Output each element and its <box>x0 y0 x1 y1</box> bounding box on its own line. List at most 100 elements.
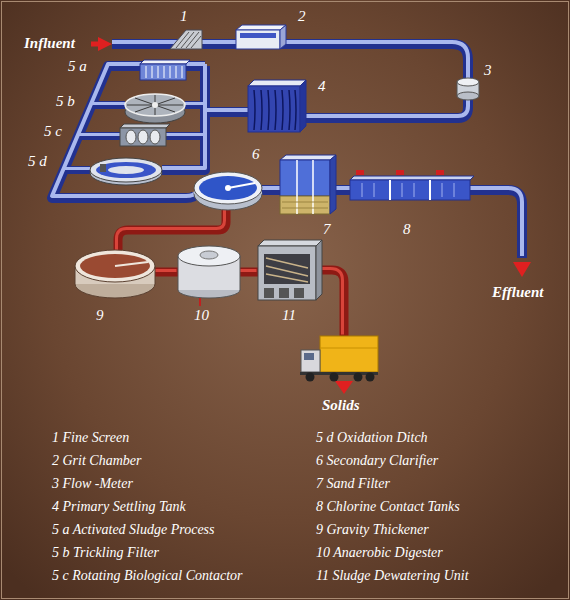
flow-label: Effluent <box>492 284 543 301</box>
chlorine-contact-tank <box>390 180 430 200</box>
anaerobic-digester <box>199 298 201 306</box>
callout-number: 2 <box>298 8 306 25</box>
key-entry: 9 Gravity Thickener <box>316 522 429 538</box>
oxidation-ditch <box>100 164 106 172</box>
chlorine-contact-tank <box>362 183 454 197</box>
water-pipe <box>205 107 248 117</box>
chlorine-contact-tank <box>436 170 444 175</box>
flow-meter <box>457 92 479 100</box>
grit-chamber <box>240 33 276 38</box>
solids-truck <box>304 353 314 360</box>
trickling-filter <box>125 94 185 123</box>
sludge-dewatering-unit <box>264 254 310 284</box>
solids-truck <box>330 373 339 382</box>
key-entry: 1 Fine Screen <box>52 430 129 446</box>
solids-truck <box>300 336 378 382</box>
solids-truck <box>320 348 378 349</box>
primary-settling-tank <box>248 80 306 132</box>
secondary-clarifier <box>199 176 257 200</box>
chlorine-contact-tank <box>356 170 364 175</box>
sludge-pipe <box>117 207 225 251</box>
key-entry: 6 Secondary Clarifier <box>316 453 438 469</box>
key-entry: 7 Sand Filter <box>316 476 390 492</box>
activated-sludge-tank <box>140 60 190 64</box>
secondary-clarifier <box>194 172 262 204</box>
chlorine-contact-tank <box>350 176 474 180</box>
activated-sludge-tank <box>140 60 190 80</box>
key-entry: 2 Grit Chamber <box>52 453 141 469</box>
flow-arrow <box>513 262 531 277</box>
oxidation-ditch <box>96 162 156 178</box>
gravity-thickener <box>80 254 150 278</box>
anaerobic-digester <box>178 256 179 290</box>
callout-number: 8 <box>403 221 411 238</box>
sand-filter <box>280 196 330 214</box>
grit-chamber <box>236 30 280 49</box>
sludge-dewatering-unit <box>264 288 274 298</box>
flow-arrow <box>91 42 99 47</box>
anaerobic-digester <box>240 256 241 290</box>
solids-truck <box>366 373 375 382</box>
sand-filter <box>297 160 313 214</box>
callout-number: 1 <box>180 8 188 25</box>
solids-truck <box>320 336 378 372</box>
anaerobic-digester <box>178 246 240 266</box>
trickling-filter <box>127 95 183 115</box>
water-pipe <box>52 42 522 258</box>
sand-filter <box>280 160 330 196</box>
anaerobic-digester <box>178 246 240 306</box>
water-pipe <box>52 66 205 198</box>
callout-number: 4 <box>318 78 326 95</box>
sludge-dewatering-unit <box>294 288 304 298</box>
fine-screen <box>170 30 202 49</box>
solids-truck <box>354 373 363 382</box>
trickling-filter <box>152 102 158 108</box>
key-entry: 5 a Activated Sludge Process <box>52 522 215 538</box>
flow-label: Influent <box>24 35 75 52</box>
secondary-clarifier <box>228 183 255 188</box>
rotating-biological-contactor <box>120 128 166 146</box>
oxidation-ditch <box>90 158 162 185</box>
grit-chamber <box>280 25 286 49</box>
callout-number: 7 <box>323 221 331 238</box>
solids-truck <box>301 350 320 372</box>
callout-number: 5 a <box>68 58 87 75</box>
primary-settling-tank <box>248 86 300 132</box>
key-entry: 5 b Trickling Filter <box>52 545 159 561</box>
flow-arrow <box>335 381 353 394</box>
sand-filter <box>282 202 328 208</box>
callout-number: 5 b <box>56 93 75 110</box>
callout-number: 10 <box>194 307 209 324</box>
sludge-dewatering-unit <box>258 246 316 300</box>
callout-number: 3 <box>484 62 492 79</box>
sludge-dewatering-unit <box>258 240 322 300</box>
grit-chamber <box>236 25 286 30</box>
key-entry: 10 Anaerobic Digester <box>316 545 443 561</box>
callout-number: 11 <box>282 307 296 324</box>
fine-screen <box>191 36 201 48</box>
chlorine-contact-tank <box>350 180 470 200</box>
fine-screen <box>170 30 202 49</box>
oxidation-ditch <box>90 158 162 182</box>
water-pipe <box>52 64 205 196</box>
callout-number: 9 <box>96 307 104 324</box>
sludge-dewatering-unit <box>258 240 322 246</box>
sand-filter <box>280 155 336 160</box>
water-pipe <box>205 108 248 112</box>
flow-meter <box>457 78 479 86</box>
secondary-clarifier <box>225 185 231 191</box>
primary-settling-tank <box>300 80 306 132</box>
solids-truck <box>306 373 315 382</box>
activated-sludge-tank <box>146 66 182 78</box>
key-entry: 5 d Oxidation Ditch <box>316 430 428 446</box>
flow-meter <box>457 78 479 100</box>
chlorine-contact-tank <box>396 170 404 175</box>
gravity-thickener <box>75 250 155 282</box>
secondary-clarifier <box>194 172 262 210</box>
primary-settling-tank <box>248 80 306 86</box>
activated-sludge-tank <box>140 64 186 80</box>
key-entry: 5 c Rotating Biological Contactor <box>52 568 243 584</box>
anaerobic-digester <box>200 251 218 259</box>
